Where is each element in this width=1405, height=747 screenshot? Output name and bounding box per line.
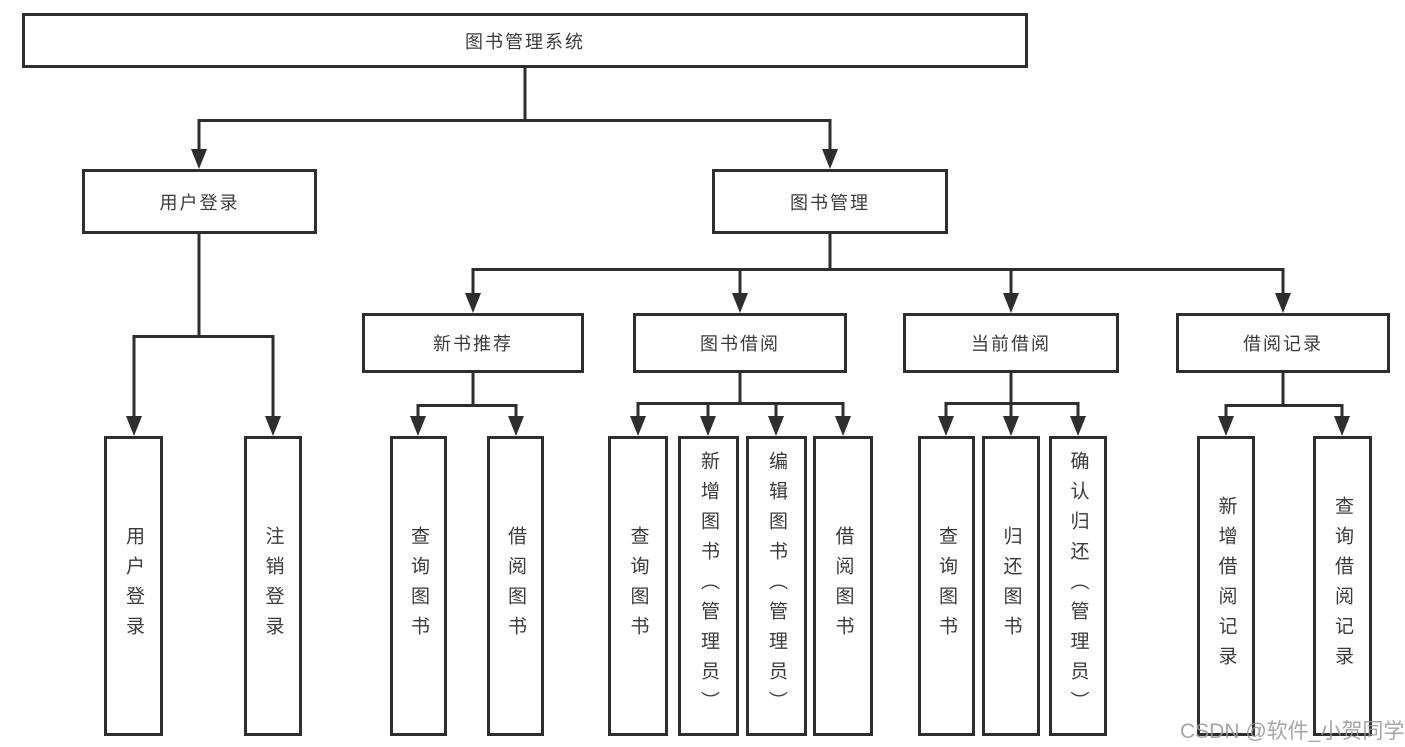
node-label: 查询借阅记录 [1332,496,1353,676]
arrow-down-icons [126,149,1350,436]
node-book-management: 图书管理 [712,169,948,234]
node-label: 查询图书 [408,526,429,646]
node-library-system-root: 图书管理系统 [22,13,1028,68]
node-label: 新增借阅记录 [1215,496,1237,676]
leaf-logout: 注销登录 [244,436,302,736]
node-label: 图书管理 [790,192,870,213]
leaf-bb-query-books: 查询图书 [608,436,668,736]
node-label: 新书推荐 [433,334,513,354]
leaf-br-add-record: 新增借阅记录 [1197,436,1255,736]
node-label: 图书管理系统 [465,31,585,52]
node-label: 编辑图书（管理员） [766,451,787,721]
leaf-cb-return-books: 归还图书 [982,436,1040,736]
node-label: 查询图书 [627,526,649,646]
leaf-user-login: 用户登录 [104,436,163,736]
node-label: 用户登录 [159,192,240,213]
node-borrow-records: 借阅记录 [1176,313,1390,373]
leaf-bb-borrow-books: 借阅图书 [813,436,873,736]
node-current-borrow: 当前借阅 [903,313,1119,373]
node-label: 借阅记录 [1243,334,1323,354]
leaf-cb-query-books: 查询图书 [918,436,975,736]
node-user-login: 用户登录 [82,169,317,234]
node-label: 确认归还（管理员） [1067,451,1089,721]
leaf-nbr-query-books: 查询图书 [390,436,447,736]
node-label: 注销登录 [262,526,284,646]
node-new-book-recommend: 新书推荐 [362,313,584,373]
node-label: 借阅图书 [832,526,854,646]
node-label: 用户登录 [123,526,144,646]
node-label: 新增图书（管理员） [698,451,719,721]
leaf-bb-add-books-admin: 新增图书（管理员） [678,436,739,736]
leaf-br-query-record: 查询借阅记录 [1313,436,1372,736]
node-label: 图书借阅 [700,334,780,354]
node-label: 借阅图书 [505,526,526,646]
leaf-nbr-borrow-books: 借阅图书 [487,436,544,736]
leaf-bb-edit-books-admin: 编辑图书（管理员） [746,436,807,736]
node-book-borrow: 图书借阅 [633,313,847,373]
node-label: 归还图书 [1000,526,1022,646]
node-label: 查询图书 [936,526,957,646]
leaf-cb-confirm-return-admin: 确认归还（管理员） [1049,436,1107,736]
node-label: 当前借阅 [971,334,1051,354]
watermark-text: CSDN @软件_小贺同学 [1180,720,1405,743]
